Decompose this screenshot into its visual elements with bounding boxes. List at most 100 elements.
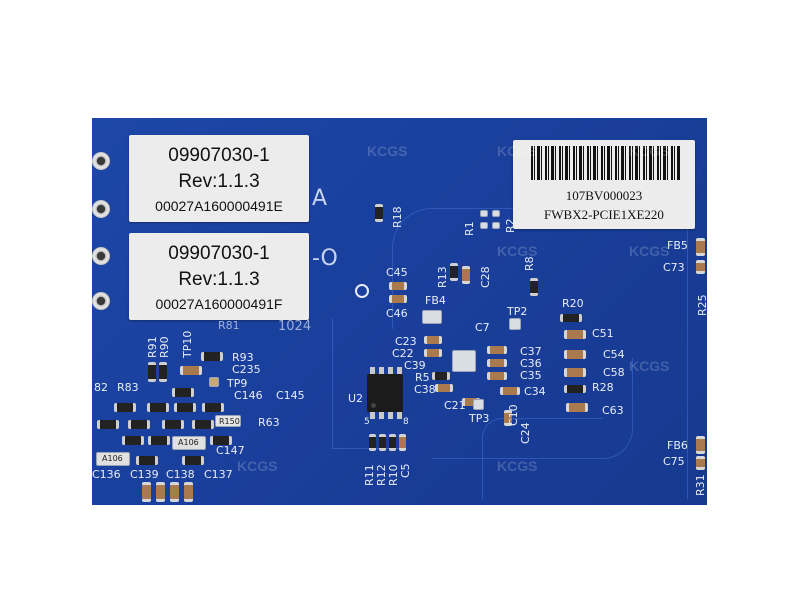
silk-r63: R63 (258, 416, 280, 429)
serial-label-bottom: 09907030-1 Rev:1.1.3 00027A160000491F (129, 233, 309, 320)
silk-r5: R5 (415, 371, 430, 384)
ic-pin (370, 412, 375, 419)
trace (482, 418, 603, 499)
part-number: 09907030-1 (168, 145, 270, 166)
resistor-row (174, 403, 196, 412)
capacitor-c235 (180, 366, 202, 375)
resistor-row (210, 436, 232, 445)
resistor-r5 (432, 372, 450, 380)
silk-c39: C39 (404, 359, 426, 372)
silk-c235: C235 (232, 363, 261, 376)
capacitor-c73 (696, 260, 705, 274)
silk-r12: R12 (375, 464, 388, 486)
resistor-row (148, 436, 170, 445)
silk-r150: R150 (219, 417, 240, 426)
watermark: KCGS (497, 143, 538, 159)
silk-r91: R91 (146, 336, 159, 358)
capacitor-c54 (564, 350, 586, 359)
silk-r2: R2 (504, 218, 517, 233)
pad-group-r1 (480, 222, 488, 229)
silk-big-a: A (312, 186, 328, 211)
ic-pin (388, 412, 393, 419)
part-number: 09907030-1 (168, 243, 270, 264)
silk-c58: C58 (603, 366, 625, 379)
silk-c22: C22 (392, 347, 414, 360)
capacitor-c46-a (389, 295, 407, 303)
silk-fb5: FB5 (667, 239, 688, 252)
testpoint-tp2 (509, 318, 521, 330)
model-number: FWBX2-PCIE1XE220 (544, 207, 664, 222)
capacitor-c5 (399, 434, 406, 451)
silk-c138: C138 (166, 468, 195, 481)
silk-c35: C35 (520, 369, 542, 382)
resistor-row (128, 420, 150, 429)
silk-c24: C24 (519, 422, 532, 444)
silk-u2: U2 (348, 392, 364, 405)
resistor-r83 (172, 388, 194, 397)
silk-c7: C7 (475, 321, 490, 334)
silk-c23: C23 (395, 335, 417, 348)
silk-c75: C75 (663, 455, 685, 468)
silk-1024: 1024 (278, 319, 312, 334)
silk-tp2: TP2 (507, 305, 528, 318)
pad-group-r1 (492, 210, 500, 217)
silk-c46: C46 (386, 307, 408, 320)
silk-r31: R31 (694, 474, 707, 496)
silk-c51: C51 (592, 327, 614, 340)
silk-c37: C37 (520, 345, 542, 358)
trace (432, 358, 633, 459)
resistor-r20 (560, 314, 582, 322)
resistor-r150 (215, 415, 241, 427)
mounting-pin (92, 200, 110, 218)
resistor-row (147, 403, 169, 412)
silk-c21: C21 (444, 399, 466, 412)
silk-c28: C28 (479, 266, 492, 288)
silk-c10: C10 (507, 404, 520, 426)
capacitor-c136 (184, 482, 193, 502)
resistor-row (182, 456, 204, 465)
resistor-r12 (379, 434, 386, 451)
capacitor-c36 (487, 359, 507, 367)
silk-pin5: 5 (364, 417, 370, 427)
capacitor-c35 (487, 372, 507, 380)
ic-pin (397, 412, 402, 419)
resistor-r90 (159, 362, 167, 382)
silk-pin8: 8 (403, 417, 409, 427)
silk-r10: R10 (387, 464, 400, 486)
capacitor-c38 (435, 384, 453, 392)
silk-r81: R81 (218, 319, 240, 332)
barcode (531, 146, 681, 180)
barcode-number: 107BV000023 (565, 188, 643, 203)
resistor-row (136, 456, 158, 465)
trace (392, 208, 543, 329)
silk-r25: R25 (696, 294, 707, 316)
ic-pin (379, 412, 384, 419)
silk-c54: C54 (603, 348, 625, 361)
silk-r93: R93 (232, 351, 254, 364)
silk-r11: R11 (363, 464, 376, 486)
resistor-r93 (201, 352, 223, 361)
resistor-row (192, 420, 214, 429)
silk-c5: C5 (399, 463, 412, 478)
testpoint-tp9 (209, 377, 219, 387)
watermark: KCGS (629, 358, 670, 374)
capacitor-c75 (696, 456, 705, 470)
capacitor-c139 (142, 482, 151, 502)
pcb-board: 09907030-1 Rev:1.1.3 00027A160000491E 09… (92, 118, 707, 505)
resistor-row (97, 420, 119, 429)
capacitor-c51 (564, 330, 586, 339)
resistor-r18 (375, 204, 383, 222)
resistor-row (122, 436, 144, 445)
silk-a106-top: A106 (178, 438, 199, 447)
mounting-pin (92, 152, 110, 170)
resistor-r91 (148, 362, 156, 382)
silk-r28: R28 (592, 381, 614, 394)
component-a106 (172, 436, 206, 450)
silk-fb4: FB4 (425, 294, 446, 307)
silk-c147: C147 (216, 444, 245, 457)
serial-number: 00027A160000491F (155, 296, 283, 312)
resistor-r10 (389, 434, 396, 451)
trace (332, 318, 403, 449)
silk-a106-bottom: A106 (102, 454, 123, 463)
ic-pin (388, 367, 393, 374)
